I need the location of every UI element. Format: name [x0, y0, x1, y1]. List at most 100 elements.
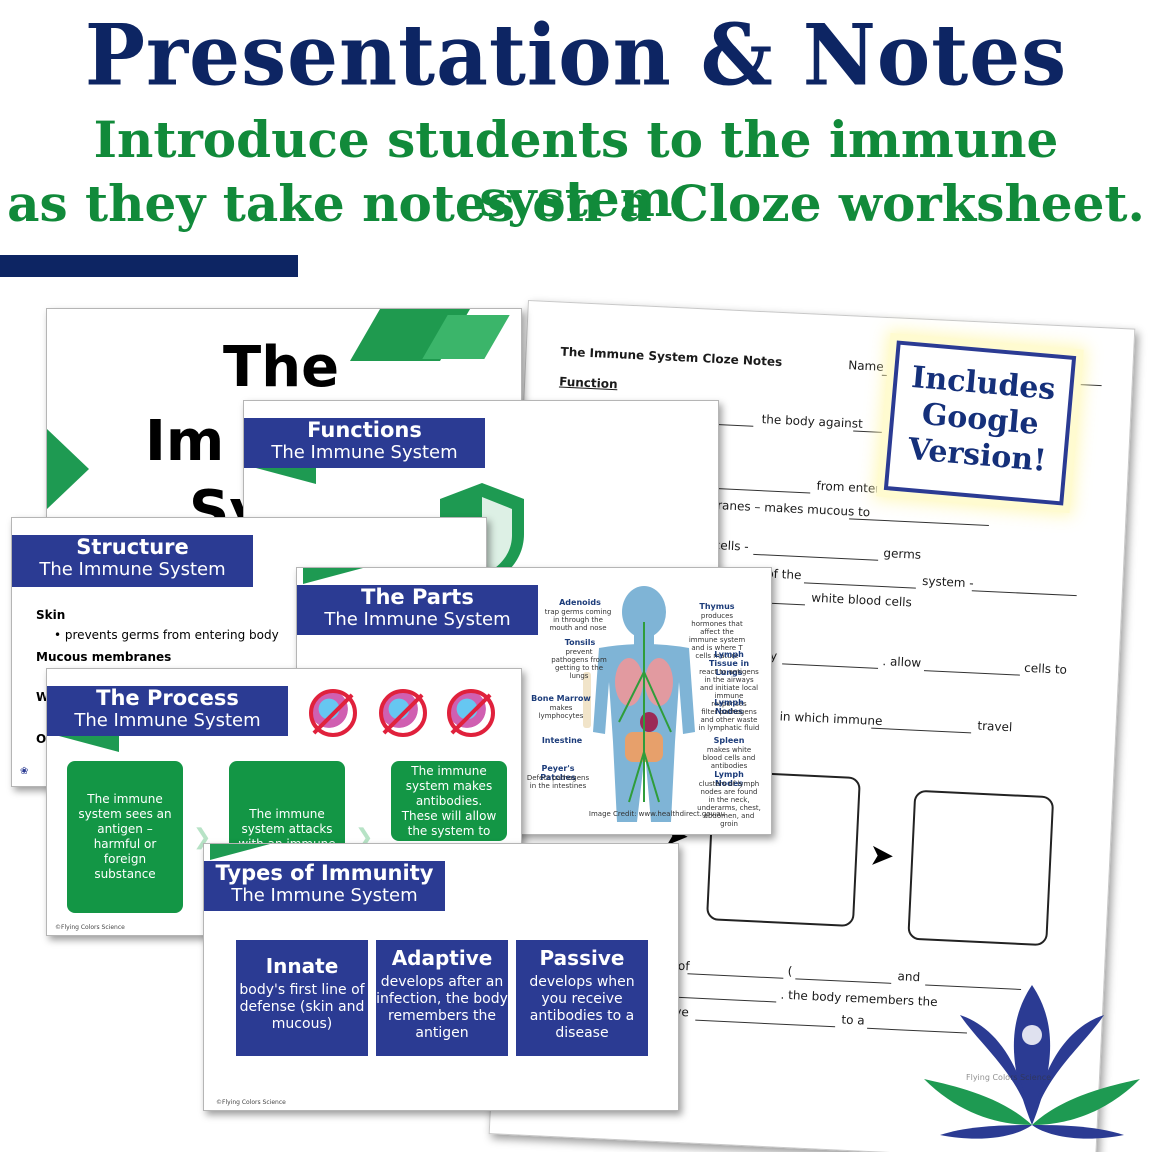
decor-triangle — [210, 844, 270, 860]
label-thymus-desc: produces hormones that affect the immune… — [688, 612, 746, 660]
slide-heading: Structure — [76, 535, 189, 559]
slide-subheading: The Immune System — [324, 609, 511, 630]
process-step-3: The immune system makes antibodies. Thes… — [391, 761, 507, 841]
ws-fragment: . allow — [882, 654, 922, 670]
slide-header-tab: Functions The Immune System — [244, 418, 485, 468]
label-lymph-lungs-desc: react to antigens in the airways and ini… — [699, 668, 759, 708]
slide-heading: The Process — [96, 686, 239, 710]
worksheet-title: The Immune System Cloze Notes — [560, 344, 783, 370]
slide-header-tab: Structure The Immune System — [12, 535, 253, 587]
slide-subheading: The Immune System — [39, 559, 226, 580]
slide-header-tab: Types of Immunity The Immune System — [204, 861, 445, 911]
immunity-card-heading: Passive — [539, 946, 625, 970]
slide-types: Types of Immunity The Immune System Inna… — [203, 843, 679, 1111]
immunity-card-adaptive: Adaptive develops after an infection, th… — [376, 940, 508, 1056]
decor-triangle — [59, 736, 119, 752]
ws-fragment: system - — [921, 573, 975, 591]
blank — [849, 518, 989, 526]
ws-fragment: white blood cells — [810, 590, 913, 610]
slide-subheading: The Immune System — [271, 442, 458, 463]
ws-fragment: branes – makes mucous to — [709, 497, 871, 520]
blank — [782, 663, 879, 669]
label-intestine: Intestine — [541, 736, 583, 745]
title-slide-line-2: Im — [145, 409, 225, 474]
slide-header-tab: The Process The Immune System — [47, 686, 288, 736]
ws-fragment: the body against — [761, 412, 864, 431]
immunity-card-innate: Innate body's first line of defense (ski… — [236, 940, 368, 1056]
structure-skin-bullet: • prevents germs from entering body — [54, 628, 279, 642]
slide-heading: The Parts — [361, 585, 474, 609]
decor-triangle — [47, 429, 89, 509]
structure-mucous-heading: Mucous membranes — [36, 650, 172, 664]
label-bone-marrow-desc: makes lymphocytes — [538, 704, 584, 720]
blank — [753, 553, 879, 561]
label-tonsils: Tonsils — [564, 638, 596, 647]
label-lymph-nodes-2: Lymph Nodes — [714, 770, 744, 788]
decor-triangle — [303, 568, 363, 584]
label-spleen: Spleen — [713, 736, 745, 745]
structure-skin-heading: Skin — [36, 608, 66, 622]
ws-fragment: in which immune — [779, 709, 883, 729]
image-credit: Image Credit: www.healthdirect.gov.au — [588, 810, 726, 818]
blank — [971, 590, 1077, 597]
no-germ-icon — [309, 689, 357, 737]
blank — [923, 670, 1020, 676]
human-body-illustration — [583, 586, 695, 822]
blank — [710, 487, 811, 494]
ws-fragment: germs — [883, 546, 922, 562]
immunity-card-body: develops after an infection, the body re… — [376, 974, 508, 1041]
title-slide-line-1: The — [223, 335, 340, 400]
label-peyers-desc: Defect pathogens in the intestines — [526, 774, 590, 790]
label-adenoids-desc: trap germs coming in through the mouth a… — [544, 608, 612, 632]
flow-box-3 — [907, 789, 1055, 947]
worksheet-name-label: Name — [847, 358, 884, 374]
immunity-card-body: body's first line of defense (skin and m… — [239, 982, 365, 1032]
ws-fragment: to a — [841, 1012, 865, 1028]
blank — [803, 582, 916, 589]
no-germ-icon — [379, 689, 427, 737]
structure-cut-heading: O — [36, 732, 47, 746]
blank — [695, 1019, 836, 1028]
label-spleen-desc: makes white blood cells and antibodies — [702, 746, 756, 770]
decor-triangle — [256, 468, 316, 484]
label-tonsils-desc: prevent pathogens from getting to the lu… — [551, 648, 607, 680]
slide-footer: ©Flying Colors Science — [55, 924, 125, 931]
ws-fragment: ( — [787, 963, 793, 979]
logo-text: Flying Colors Science — [966, 1073, 1052, 1082]
label-lymph-lungs: Lymph Tissue in Lungs — [708, 650, 750, 677]
label-thymus: Thymus — [699, 602, 735, 611]
blank — [871, 727, 972, 734]
subtitle-line-2: as they take notes on a Cloze worksheet. — [7, 174, 1145, 233]
slide-header-tab: The Parts The Immune System — [297, 585, 538, 635]
slide-subheading: The Immune System — [74, 710, 261, 731]
immunity-card-heading: Adaptive — [391, 946, 493, 970]
slide-process: The Process The Immune System The immune… — [46, 668, 522, 936]
worksheet-section-function: Function — [558, 374, 618, 392]
label-adenoids: Adenoids — [559, 598, 601, 607]
ws-fragment: cells to — [1023, 660, 1068, 677]
structure-cut-heading: W — [36, 690, 50, 704]
slide-subheading: The Immune System — [231, 885, 418, 906]
label-peyers: Peyer's Patches — [540, 764, 576, 782]
google-version-stamp: Includes Google Version! — [883, 340, 1077, 506]
logo-icon: ❀ — [20, 766, 29, 777]
label-lymph-nodes: Lymph Nodes — [714, 698, 744, 716]
page-title: Presentation & Notes — [84, 5, 1068, 105]
subtitle-line-1: Introduce students to the immune system — [93, 110, 1059, 228]
slide-footer: ©Flying Colors Science — [216, 1099, 286, 1106]
flying-colors-lotus-logo — [924, 985, 1140, 1139]
label-lymph-nodes-desc: filter pathogens and other waste in lymp… — [698, 708, 760, 732]
immunity-card-heading: Innate — [265, 954, 339, 978]
right-arrow-icon: ➤ — [868, 837, 896, 874]
label-lymph-nodes-2-desc: clusters of lymph nodes are found in the… — [697, 780, 761, 828]
header-divider — [0, 255, 298, 277]
blank — [676, 996, 777, 1003]
ws-fragment: travel — [977, 718, 1013, 735]
blank — [795, 978, 892, 984]
immunity-card-body: develops when you receive antibodies to … — [529, 974, 635, 1041]
ws-fragment: . the body remembers the — [780, 987, 938, 1010]
blank — [687, 973, 784, 979]
no-germ-icon — [447, 689, 495, 737]
slide-heading: Functions — [307, 418, 422, 442]
process-step-1: The immune system sees an antigen – harm… — [67, 761, 183, 913]
